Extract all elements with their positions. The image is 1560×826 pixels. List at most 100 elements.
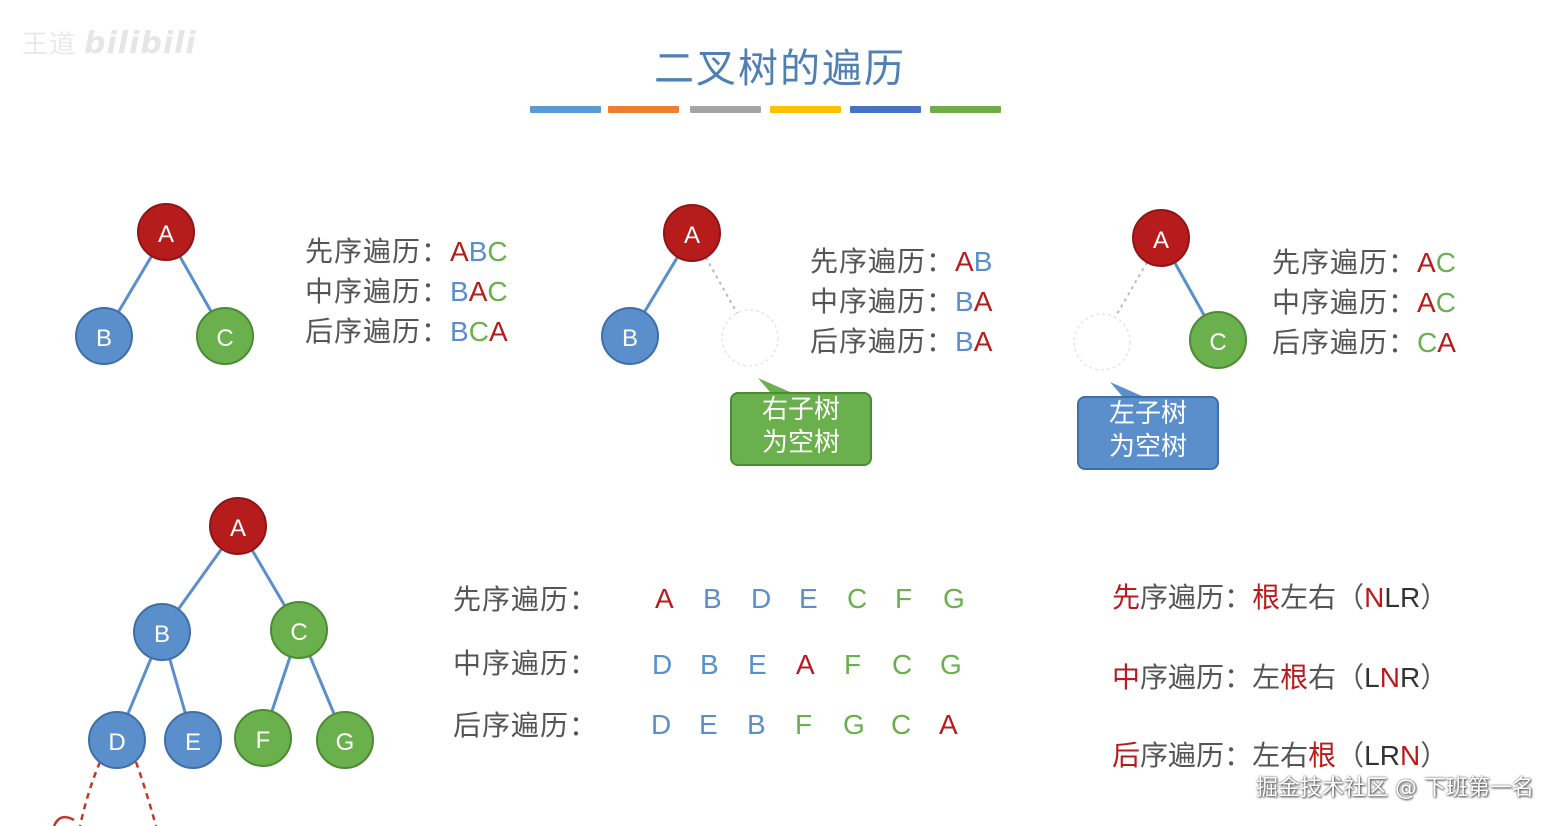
node-label: A — [1153, 227, 1169, 254]
rule-order: 左根右 — [1252, 661, 1336, 694]
rule-char: 根 — [1252, 581, 1281, 614]
rule-char: 历 — [1196, 739, 1225, 772]
source-credit: 掘金技术社区 @ 下班第一名 — [1256, 776, 1534, 801]
sequence-letter: C — [892, 649, 913, 680]
traversal-sequence: BA — [955, 325, 992, 358]
sequence-letter: C — [1417, 327, 1438, 358]
rule-char: 序 — [1140, 581, 1169, 614]
rule-char: （ — [1336, 581, 1365, 614]
node-e: E — [164, 711, 222, 769]
rule-char: 后 — [1112, 739, 1141, 772]
tree-2: A B — [601, 204, 790, 392]
sequence-letter: G — [940, 649, 962, 680]
postorder-row: 后序遍历：BCA — [305, 310, 508, 350]
rule-char: R — [1399, 662, 1421, 693]
node-f: F — [234, 709, 292, 767]
rule-char: N — [1364, 582, 1385, 613]
rule-code: （LRN） — [1336, 739, 1448, 772]
recursion-arrow — [52, 815, 75, 826]
preorder-row: 先序遍历：ABC — [305, 230, 508, 270]
sequence-letter: D — [652, 649, 673, 680]
node-circle — [270, 601, 328, 659]
inorder-row: 中序遍历：AC — [1272, 281, 1456, 321]
rule-label: 后序遍历： — [1112, 739, 1252, 772]
node-circle — [1132, 209, 1190, 267]
rule-char: （ — [1336, 661, 1365, 694]
rule-char: ） — [1420, 739, 1449, 772]
callout-line: 为空树 — [761, 428, 840, 458]
node-b: B — [133, 603, 191, 661]
rule-char: 左 — [1280, 581, 1309, 614]
node-circle — [601, 307, 659, 365]
node-label: C — [290, 619, 307, 646]
color-bar — [690, 106, 761, 113]
color-bar — [770, 106, 841, 113]
node-label: G — [336, 729, 355, 756]
traversal-label: 中序遍历： — [810, 285, 956, 318]
sequence-letter: D — [651, 709, 672, 740]
node-label: C — [216, 325, 233, 352]
node-a: A — [1132, 209, 1190, 267]
sequence-letter: A — [468, 276, 488, 307]
rule-code: （LNR） — [1336, 661, 1448, 694]
rule-char: R — [1399, 582, 1421, 613]
node-label: A — [684, 222, 700, 249]
rule-char: ： — [1224, 739, 1253, 772]
node-label: A — [158, 221, 174, 248]
rule-char: ） — [1420, 581, 1449, 614]
rule-char: ： — [1224, 581, 1253, 614]
empty-node — [721, 309, 779, 367]
sequence-letter: A — [1437, 327, 1456, 358]
sequence-letter: E — [748, 649, 767, 680]
traversal-label: 先序遍历： — [305, 235, 451, 268]
rule-order: 左右根 — [1252, 739, 1336, 772]
postorder-row: 后序遍历：CA — [1272, 321, 1456, 361]
traversal-sequence: CA — [1417, 326, 1456, 359]
color-bar — [530, 106, 601, 113]
node-circle — [137, 203, 195, 261]
traversal-sequence: AC — [1417, 246, 1456, 279]
rule-char: L — [1364, 740, 1380, 771]
rule-char: 历 — [1196, 581, 1225, 614]
node-c: C — [196, 307, 254, 365]
tree-1: A B C — [75, 203, 254, 365]
rule-postorder: 后序遍历：左右根（LRN） — [1112, 734, 1448, 774]
sequence-letter: B — [450, 276, 469, 307]
callout-line: 左子树 — [1108, 399, 1187, 429]
rule-char: N — [1399, 740, 1421, 771]
traversal-label: 先序遍历： — [1272, 246, 1418, 279]
node-circle — [164, 711, 222, 769]
sequence-letter: A — [488, 316, 508, 347]
preorder-row: 先序遍历：AB — [810, 240, 992, 280]
node-c: C — [270, 601, 328, 659]
sequence-letter: B — [955, 286, 974, 317]
inorder-row: 中序遍历： — [453, 642, 598, 682]
sequence-letter: F — [895, 583, 913, 614]
rule-code: （NLR） — [1336, 581, 1448, 614]
sequence-letter: A — [1417, 247, 1436, 278]
node-label: B — [96, 325, 112, 352]
traversal-sequence: AB — [955, 245, 992, 278]
sequence-letter: E — [699, 709, 718, 740]
node-circle — [209, 497, 267, 555]
node-a: A — [209, 497, 267, 555]
traversal-label: 中序遍历： — [1272, 286, 1418, 319]
node-label: A — [230, 515, 246, 542]
traversal-sequence: BA — [955, 285, 992, 318]
rule-char: 中 — [1112, 661, 1141, 694]
preorder-row: 先序遍历： — [453, 578, 598, 618]
bubble-pointer — [758, 378, 790, 392]
traversal-sequence: BAC — [450, 275, 508, 308]
traversal-label: 先序遍历： — [810, 245, 956, 278]
sequence-letter: G — [843, 709, 865, 740]
node-circle — [663, 204, 721, 262]
sequence-letter: A — [1417, 287, 1436, 318]
traversal-label: 先序遍历： — [453, 583, 599, 616]
rule-char: R — [1379, 740, 1400, 771]
traversal-label: 中序遍历： — [305, 275, 451, 308]
sequence-letter: D — [751, 583, 772, 614]
